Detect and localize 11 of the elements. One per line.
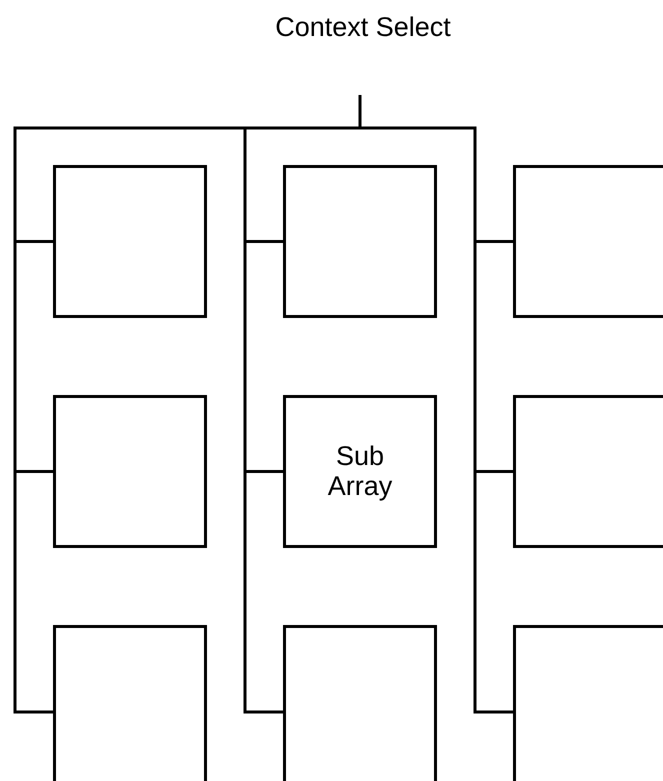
connector-line bbox=[358, 95, 513, 714]
sub-array-box bbox=[53, 625, 207, 781]
box-label: Sub Array bbox=[326, 442, 394, 502]
sub-array-box bbox=[53, 165, 207, 318]
sub-array-box bbox=[283, 165, 437, 318]
heading-label: Context Select bbox=[275, 14, 451, 41]
sub-array-box bbox=[513, 165, 663, 318]
sub-array-box bbox=[283, 625, 437, 781]
sub-array-box bbox=[53, 395, 207, 548]
sub-array-box bbox=[283, 395, 437, 548]
sub-array-box bbox=[513, 395, 663, 548]
